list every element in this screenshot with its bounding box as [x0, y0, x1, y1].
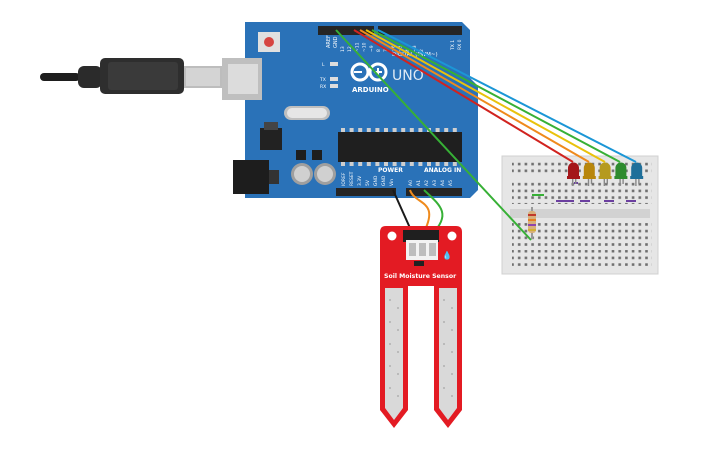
wire-sensor-orange[interactable] — [409, 189, 431, 233]
board-brand: ARDUINO — [352, 86, 389, 94]
wire-yellow[interactable] — [365, 29, 606, 163]
led-red[interactable] — [567, 162, 580, 187]
digital-pin-label: ~11 — [354, 42, 360, 52]
pin-label-gnd: GND — [333, 36, 339, 48]
wire-blue[interactable] — [377, 29, 637, 163]
tx1-label: TX 1 — [450, 40, 456, 51]
digital-label: DIGITAL (PWM~) — [392, 52, 438, 58]
rx0-label: RX 0 — [457, 39, 463, 50]
led-yellow[interactable] — [598, 162, 612, 187]
digital-pin-label: 13 — [340, 46, 346, 52]
led-green[interactable] — [614, 162, 628, 187]
breadboard-channel — [510, 209, 650, 218]
power-pin-label: GND — [381, 175, 387, 186]
power-pin-label: 3.3V — [357, 175, 363, 186]
digital-header-left — [318, 26, 374, 35]
digital-pin-label: 12 — [347, 46, 353, 52]
wire-green[interactable] — [371, 29, 621, 163]
digital-pin-label: ~9 — [369, 45, 375, 52]
wire-gnd-green[interactable] — [335, 29, 532, 241]
analog-pin-label: A0 — [408, 180, 414, 186]
breadboard[interactable] — [501, 155, 659, 275]
breadboard-top-rail — [512, 160, 652, 176]
led-rx-label: RX — [320, 84, 326, 90]
sensor-drop-icon: 💧 — [442, 250, 452, 260]
led-orange[interactable] — [582, 162, 596, 187]
power-pin-label: 5V — [365, 179, 371, 186]
power-header — [336, 188, 396, 196]
analog-pin-label: A2 — [424, 180, 430, 186]
power-label: POWER — [378, 167, 403, 174]
led-l-label: L — [322, 62, 325, 68]
atmega-chip — [338, 132, 462, 162]
breadboard-bottom-rail — [512, 250, 652, 266]
arduino-logo-icon — [350, 62, 388, 82]
voltage-regulator — [260, 128, 282, 150]
digital-pin-label: 8 — [376, 49, 382, 52]
analog-pin-label: A4 — [440, 180, 446, 186]
led-group — [567, 162, 644, 187]
wire-red[interactable] — [353, 29, 574, 163]
sensor-header — [403, 230, 439, 242]
led-l-icon — [330, 62, 338, 66]
analog-pin-label: A5 — [448, 180, 454, 186]
digital-pin-label: ~10 — [362, 42, 368, 52]
wire-orange[interactable] — [359, 29, 590, 163]
pin-label-aref: AREF — [326, 35, 332, 48]
power-jack — [233, 160, 269, 194]
resistor[interactable] — [528, 207, 536, 239]
digital-pin-label: 2 — [419, 49, 425, 52]
analog-pin-label: A1 — [416, 180, 422, 186]
wires — [335, 29, 637, 241]
usb-cable[interactable] — [40, 58, 222, 94]
digital-header-right — [378, 26, 462, 35]
power-pin-label: Vin — [389, 179, 395, 186]
power-pin-label: GND — [373, 175, 379, 186]
sensor-label: Soil Moisture Sensor — [384, 273, 457, 280]
analog-pin-label: A3 — [432, 180, 438, 186]
power-pin-label: IOREF — [341, 172, 347, 186]
led-blue[interactable] — [630, 162, 644, 187]
capacitors — [291, 150, 336, 185]
digital-pin-label: 4 — [405, 49, 411, 52]
led-tx-label: TX — [319, 77, 326, 83]
soil-moisture-sensor[interactable]: 💧 Soil Moisture Sensor — [380, 226, 462, 428]
analog-header — [406, 188, 462, 196]
analog-label: ANALOG IN — [424, 167, 461, 174]
power-pin-label: RESET — [349, 171, 355, 186]
wire-sensor-black[interactable] — [392, 189, 411, 229]
board-model: UNO — [392, 68, 424, 84]
